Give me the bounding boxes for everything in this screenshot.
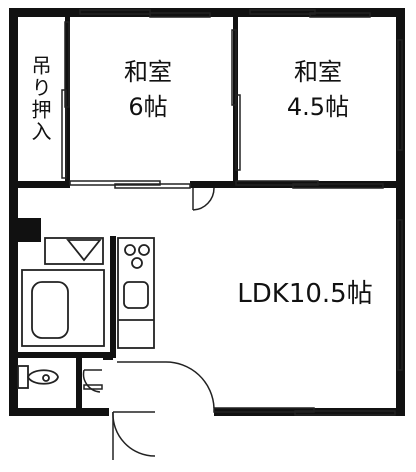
washitsu-left-name: 和室	[124, 58, 172, 86]
washitsu-left-size: 6帖	[128, 93, 167, 121]
washitsu-right-name: 和室	[294, 58, 342, 86]
bathroom-fixtures	[17, 237, 105, 389]
ldk-label: LDK10.5帖	[237, 279, 372, 309]
sliding-doors	[61, 9, 403, 416]
closet-label: 吊り押入	[28, 55, 52, 143]
kitchen-counter	[117, 237, 155, 349]
swing-doors	[82, 187, 215, 460]
washitsu-right-size: 4.5帖	[287, 93, 349, 121]
